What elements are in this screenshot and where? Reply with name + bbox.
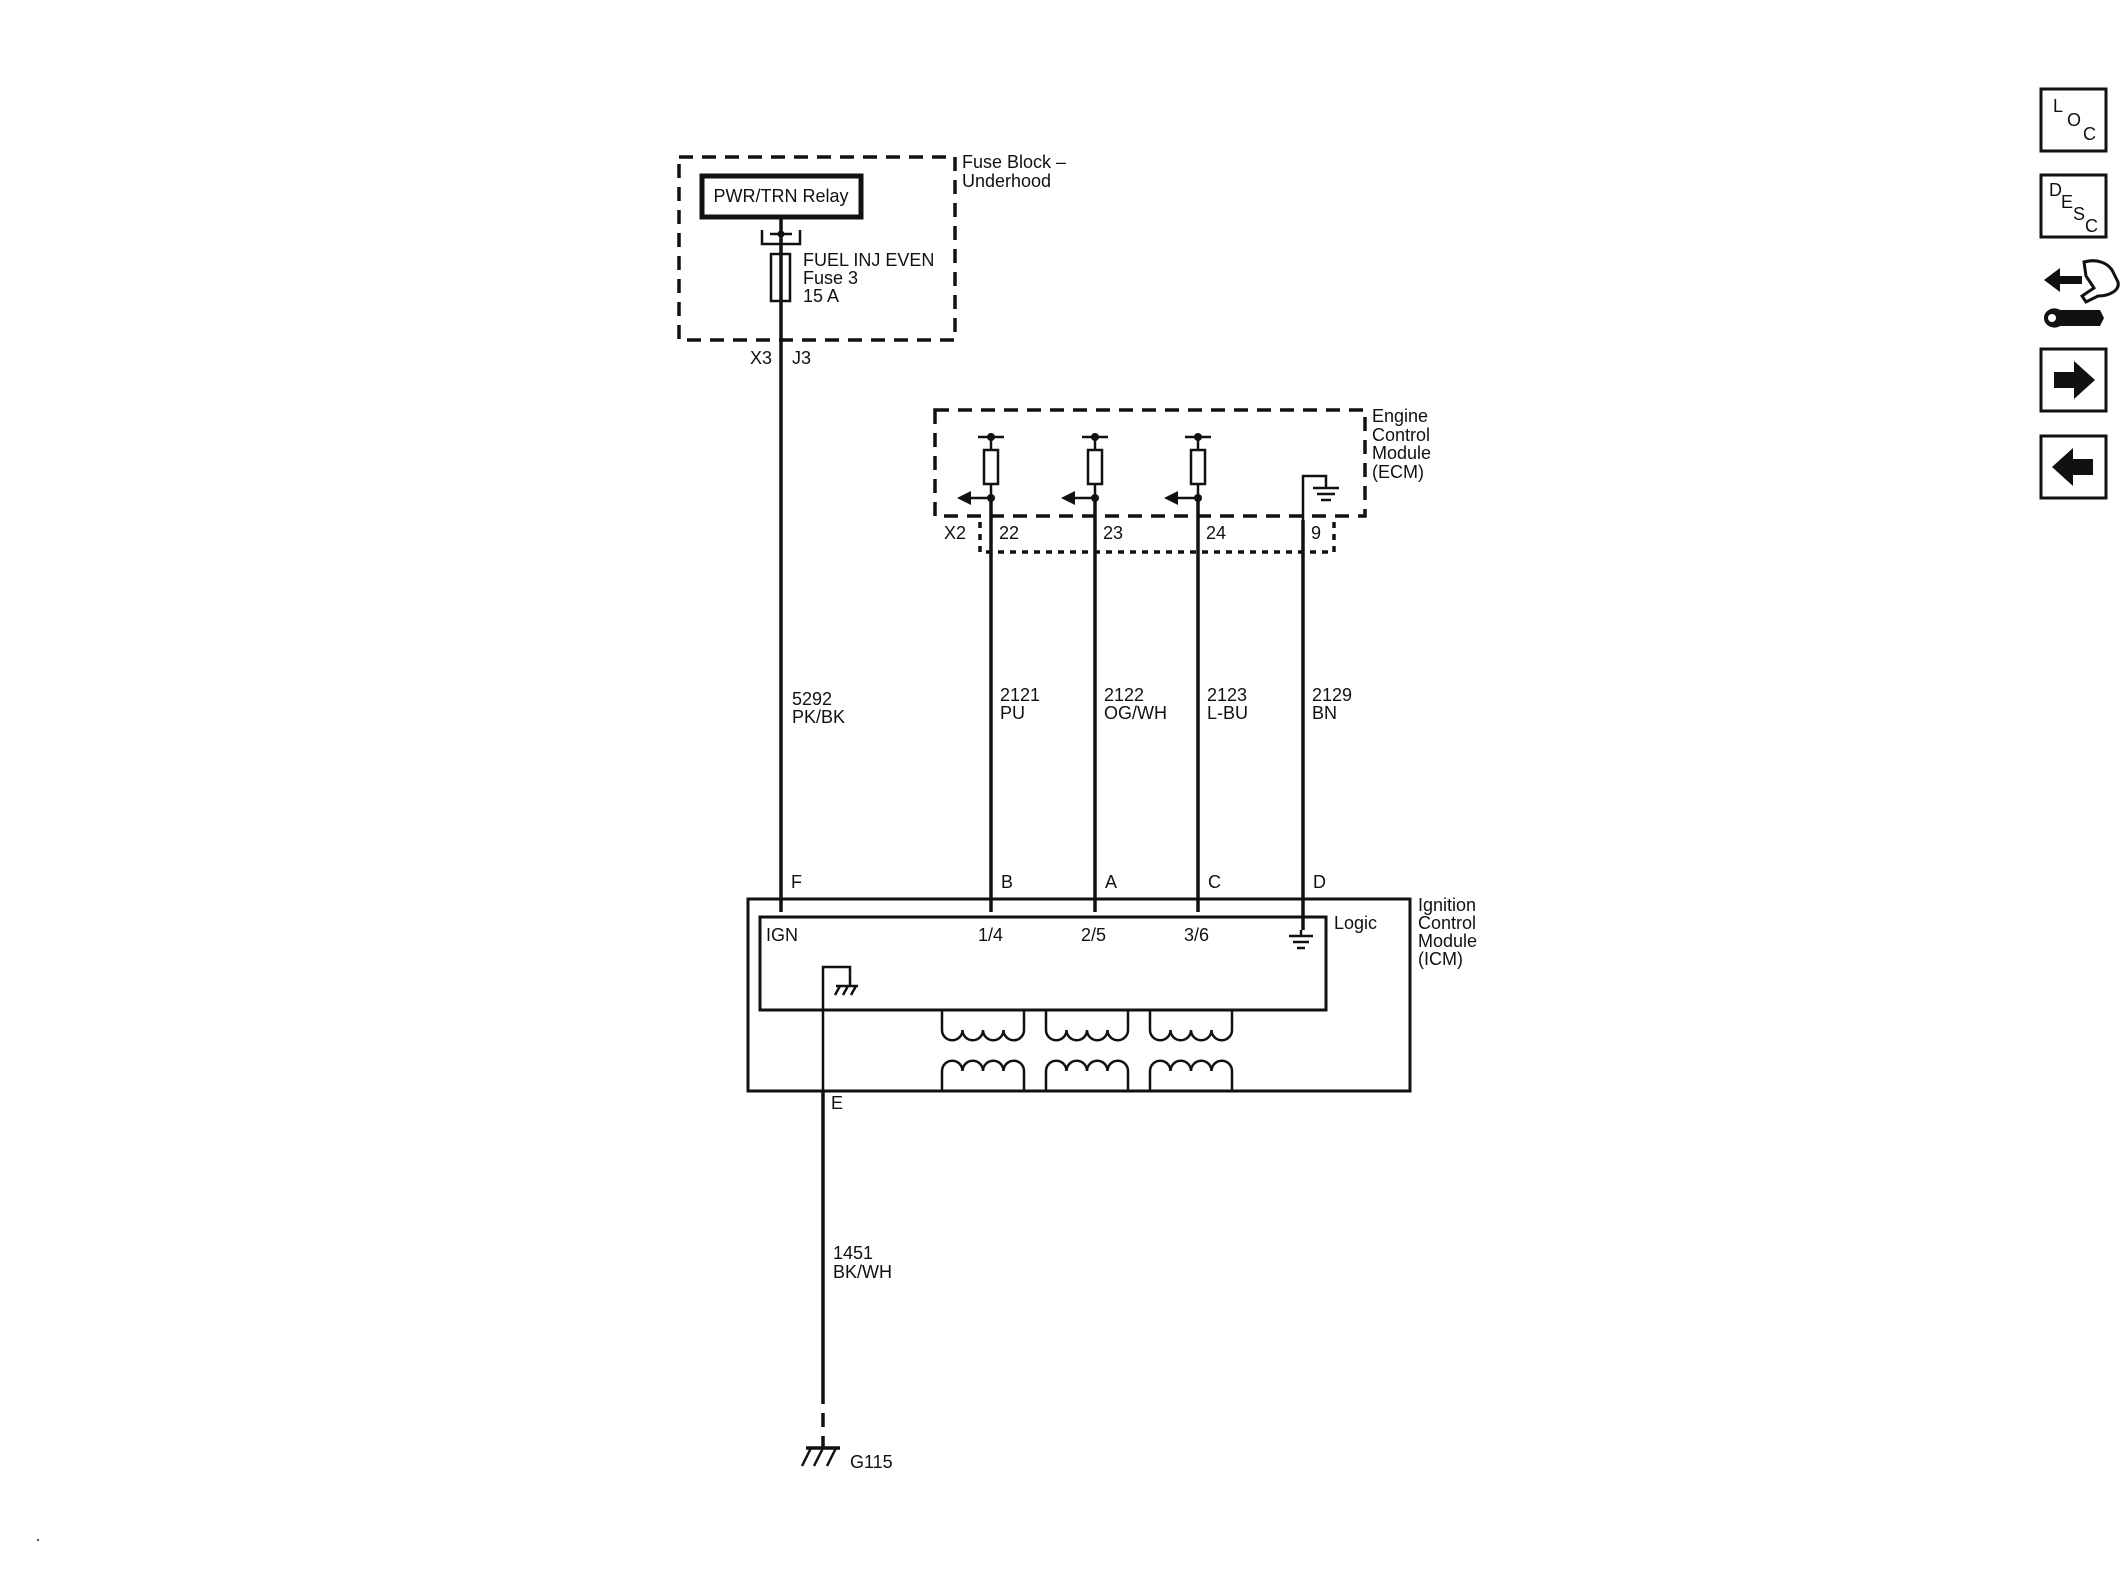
resistor-icon [982,448,1000,486]
arrow-left-icon [1164,491,1178,505]
icm-title-line1: Ignition [1418,895,1476,915]
coil-winding-icon [1044,1059,1130,1091]
ecm-driver-22 [957,433,1004,505]
wire-2123-color: L-BU [1207,703,1248,723]
wire-5292-circuit: 5292 [792,689,832,709]
icm-pin-d: D [1313,872,1326,892]
wire-2121-color: PU [1000,703,1025,723]
resistor-icon [1189,448,1207,486]
icm-title-line4: (ICM) [1418,949,1463,969]
arrow-right-icon [2054,361,2095,399]
ecm-pin-24: 24 [1206,523,1226,543]
wire-2123-circuit: 2123 [1207,685,1247,705]
chassis-ground-icon [821,965,858,1105]
loc-letter-l: L [2053,96,2063,116]
wire-1451-circuit: 1451 [833,1243,873,1263]
coil-winding-icon [1044,1010,1130,1042]
ecm-title-line4: (ECM) [1372,462,1424,482]
fuse-rating: 15 A [803,286,839,306]
wire-2121-circuit: 2121 [1000,685,1040,705]
icm-logic-label: Logic [1334,913,1377,933]
coil-winding-icon [1148,1010,1234,1042]
nav-back-button[interactable] [2039,434,2108,500]
loc-letter-c: C [2083,124,2096,144]
wire-1451-color: BK/WH [833,1262,892,1282]
chassis-ground-g115-icon [800,1446,840,1467]
arrow-left-icon [1061,491,1075,505]
desc-letter-d: D [2049,180,2062,200]
pwr-trn-relay-label: PWR/TRN Relay [713,186,848,206]
coil-winding-icon [940,1059,1026,1091]
nav-forward-button[interactable] [2039,347,2108,413]
ecm-pin-23: 23 [1103,523,1123,543]
ecm-outline [933,408,1367,518]
icm-label-3-6: 3/6 [1184,925,1209,945]
arrow-left-icon [2052,448,2093,486]
icm-pin-f: F [791,872,802,892]
icm-label-1-4: 1/4 [978,925,1003,945]
icm-logic-ground-icon [1289,930,1313,950]
nav-desc-button[interactable]: D E S C [2039,173,2108,239]
fuse-name: FUEL INJ EVEN [803,250,934,270]
ground-circuit: 1451 BK/WH G115 [800,1091,893,1472]
desc-letter-e: E [2061,192,2073,212]
fuse-block-title-line2: Underhood [962,171,1051,191]
ecm-title-line2: Control [1372,425,1430,445]
ecm-connector-outline [978,522,1336,554]
ground-label-g115: G115 [850,1452,893,1472]
icm-pin-b: B [1001,872,1013,892]
coil-winding-icon [940,1010,1026,1042]
wire-2122-circuit: 2122 [1104,685,1144,705]
wires: 5292 PK/BK 2121 PU 2122 OG/WH 2123 L-BU … [779,217,1352,930]
icm-title-line3: Module [1418,931,1477,951]
ecm-connector-x2: X2 [944,523,966,543]
ecm-pin-22: 22 [999,523,1019,543]
connector-tool-icon[interactable] [2044,259,2120,328]
ecm-title-line3: Module [1372,443,1431,463]
loc-letter-o: O [2067,110,2081,130]
fuse-block-outline [677,155,957,342]
desc-letter-s: S [2073,204,2085,224]
resistor-icon [1086,448,1104,486]
fuse-number: Fuse 3 [803,268,858,288]
ecm-driver-24 [1164,433,1211,505]
fuse-connector-x3: X3 [750,348,772,368]
desc-letter-c: C [2085,216,2098,236]
fuse-block-title-line1: Fuse Block – [962,152,1066,172]
nav-loc-button[interactable]: L O C [2039,87,2108,153]
ecm-ground [1301,474,1339,520]
coil-winding-icon [1148,1059,1234,1091]
wire-5292-color: PK/BK [792,707,845,727]
ecm-driver-23 [1061,433,1108,505]
icm-title-line2: Control [1418,913,1476,933]
icm-label-ign: IGN [766,925,798,945]
arrow-left-icon [957,491,971,505]
ignition-control-module: Ignition Control Module (ICM) Logic F B … [746,872,1477,1113]
fuse-terminal-j3: J3 [792,348,811,368]
wire-2129-color: BN [1312,703,1337,723]
fuse-block-underhood: Fuse Block – Underhood PWR/TRN Relay FUE… [677,152,1066,368]
icm-label-2-5: 2/5 [1081,925,1106,945]
ecm-title-line1: Engine [1372,406,1428,426]
corner-dot [36,1538,40,1542]
icm-pin-a: A [1105,872,1117,892]
icm-pin-c: C [1208,872,1221,892]
icm-logic-box [758,915,1328,1012]
icm-outline [746,897,1412,1093]
ecm-pin-9: 9 [1311,523,1321,543]
icm-pin-e: E [831,1093,843,1113]
engine-control-module: Engine Control Module (ECM) [933,406,1431,554]
wire-2129-circuit: 2129 [1312,685,1352,705]
ignition-coils [940,1010,1234,1091]
wire-2122-color: OG/WH [1104,703,1167,723]
